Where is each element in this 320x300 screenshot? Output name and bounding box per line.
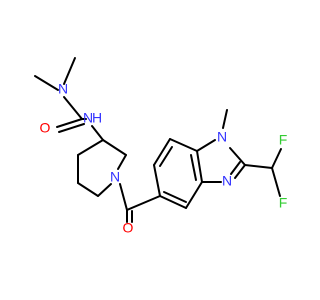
bond-pip-c3-c4 xyxy=(77,139,104,156)
bond-im-c7a-n1 xyxy=(196,139,216,152)
bond-bz-c7-c6 xyxy=(153,138,171,166)
bond-bz-c3a-c7a-in xyxy=(190,154,197,181)
bond-bz-c3a-c7a xyxy=(196,150,203,183)
bond-bz-c7a-c7 xyxy=(169,138,198,152)
bond-im-c2-n3-1 xyxy=(234,164,246,179)
atom-n-piperidine: N xyxy=(110,169,120,185)
bond-methyl-n-left xyxy=(34,75,59,91)
bond-n-amide-c xyxy=(119,183,128,211)
bond-methyl-n-top xyxy=(63,57,76,85)
atom-f-lower: F xyxy=(279,195,288,211)
atom-n3-benzimidazole: N xyxy=(222,173,232,189)
atom-h-amide: H xyxy=(92,110,102,126)
bond-chf2-f2 xyxy=(271,167,281,197)
bond-n-carbonyl-c xyxy=(63,96,83,120)
atom-n1-benzimidazole: N xyxy=(217,129,227,145)
bond-nh-c3 xyxy=(91,125,104,141)
bond-amide-c-ar xyxy=(126,195,161,211)
bond-pip-n-c2 xyxy=(117,154,127,170)
atom-o-urea: O xyxy=(40,120,51,136)
atom-f-upper: F xyxy=(279,132,288,148)
bond-urea-co-2 xyxy=(58,123,85,133)
bond-im-n1-c2 xyxy=(229,147,246,166)
atom-o-carbonyl: O xyxy=(123,220,134,236)
bond-c2-chf2 xyxy=(244,164,273,169)
bond-im-c2-n3-2 xyxy=(230,161,241,175)
bond-bz-c4-c3a xyxy=(185,181,203,209)
molecule-structure: N O N H N O N N F F xyxy=(34,57,288,236)
bond-pip-c5-c6 xyxy=(77,182,99,197)
bond-bz-c7-c6-in xyxy=(159,146,173,167)
bond-bz-c5-c4-in xyxy=(163,191,187,203)
bond-lines xyxy=(34,57,282,223)
bond-im-n1-me xyxy=(222,109,228,129)
atom-labels: N O N H N O N N F F xyxy=(40,81,288,236)
bond-pip-c6-n xyxy=(97,183,112,197)
atom-n-urea: N xyxy=(58,81,68,97)
bond-urea-co-1 xyxy=(56,118,83,128)
bond-bz-c5-c4 xyxy=(159,195,187,209)
bond-pip-c2-c3 xyxy=(102,139,127,156)
bond-chf2-f1 xyxy=(271,148,282,169)
bond-bz-c6-c5 xyxy=(153,164,161,197)
atom-n-amide: N xyxy=(83,110,93,126)
